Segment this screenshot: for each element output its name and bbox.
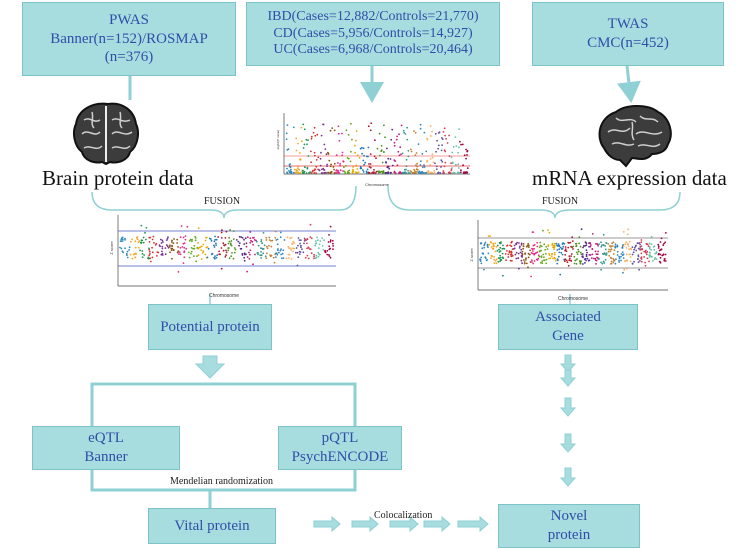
- twas-cohort: CMC(n=452): [587, 35, 669, 51]
- pwas-cohort: Banner(n=152)/ROSMAP: [50, 30, 208, 47]
- right-down-arrows: [559, 354, 577, 487]
- novel-protein-line2: protein: [547, 527, 591, 543]
- twas-box: TWAS CMC(n=452): [532, 2, 724, 66]
- gwas-cd: CD(Cases=5,956/Controls=14,927): [273, 25, 473, 41]
- mendelian-randomization-label: Mendelian randomization: [170, 476, 274, 487]
- fusion-label-left: FUSION: [204, 196, 241, 207]
- mr-bracket-bottom: [90, 470, 357, 492]
- coloc-arrows: [313, 515, 489, 533]
- novel-protein-line1: Novel: [550, 508, 588, 525]
- pwas-box: PWAS Banner(n=152)/ROSMAP (n=376): [22, 2, 236, 76]
- mr-bracket: [90, 382, 357, 426]
- potential-protein-box: Potential protein: [148, 304, 272, 350]
- pqtl-source: PsychENCODE: [291, 449, 389, 465]
- associated-gene-line1: Associated: [535, 309, 601, 326]
- associated-gene-line2: Gene: [552, 328, 584, 344]
- brain-protein-label: Brain protein data: [42, 166, 194, 190]
- potential-protein-label: Potential protein: [160, 318, 260, 335]
- fusion-label-right: FUSION: [542, 196, 579, 207]
- pqtl-title: pQTL: [321, 430, 359, 447]
- eqtl-box: eQTL Banner: [32, 426, 180, 470]
- eqtl-source: Banner: [84, 449, 128, 465]
- twas-title: TWAS: [607, 16, 649, 33]
- novel-protein-box: Novel protein: [498, 504, 640, 548]
- gwas-box: IBD(Cases=12,882/Controls=21,770) CD(Cas…: [246, 2, 500, 66]
- colocalization-label: Colocalization: [374, 510, 433, 521]
- pwas-n: (n=376): [104, 49, 154, 66]
- gwas-uc: UC(Cases=6,968/Controls=20,464): [273, 42, 473, 58]
- gwas-ibd: IBD(Cases=12,882/Controls=21,770): [267, 9, 479, 25]
- fusion-brace-right: [387, 185, 681, 219]
- fusion-brace-left: [91, 185, 357, 219]
- arrow-twas-to-mrna: [616, 65, 641, 103]
- big-down-arrow: [194, 355, 226, 379]
- eqtl-title: eQTL: [88, 430, 124, 447]
- associated-gene-box: Associated Gene: [498, 304, 638, 350]
- mrna-expression-label: mRNA expression data: [532, 166, 727, 190]
- vital-protein-box: Vital protein: [148, 508, 276, 544]
- vital-protein-label: Vital protein: [174, 517, 250, 534]
- pqtl-box: pQTL PsychENCODE: [278, 426, 402, 470]
- pwas-title: PWAS: [108, 11, 149, 28]
